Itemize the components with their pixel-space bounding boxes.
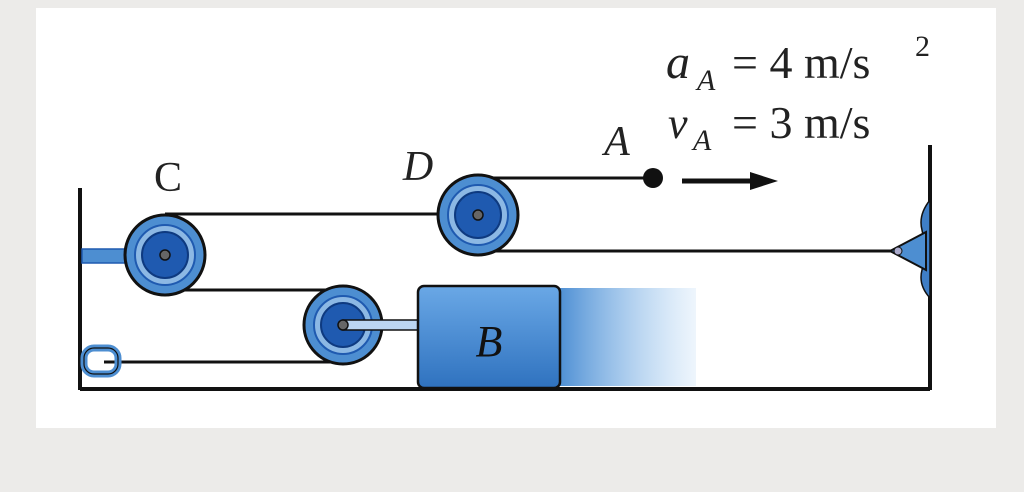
label-b: B — [476, 317, 503, 366]
block-b-motion-blur — [556, 288, 696, 386]
label-a: A — [601, 119, 630, 165]
accel-subscript: A — [695, 64, 716, 97]
wall-anchor — [887, 197, 931, 300]
ropes — [104, 176, 905, 364]
vel-symbol: v — [668, 99, 688, 148]
velocity-arrow — [682, 172, 778, 190]
acceleration-equation: a A = 4 m/s 2 — [666, 30, 930, 97]
pulley-lower — [302, 284, 420, 366]
vel-subscript: A — [691, 124, 712, 157]
label-c: C — [154, 155, 182, 201]
vel-value: = 3 m/s — [732, 97, 870, 148]
label-d: D — [402, 144, 433, 190]
accel-symbol: a — [666, 36, 690, 89]
point-a-marker — [643, 168, 663, 188]
pulley-d — [436, 173, 520, 257]
accel-exponent: 2 — [915, 30, 930, 63]
accel-value: = 4 m/s — [732, 37, 870, 88]
block-b — [416, 284, 562, 390]
block-b-rod — [342, 319, 420, 331]
velocity-equation: v A = 3 m/s — [668, 97, 870, 157]
left-hook — [80, 344, 122, 378]
pulley-c — [123, 213, 207, 297]
